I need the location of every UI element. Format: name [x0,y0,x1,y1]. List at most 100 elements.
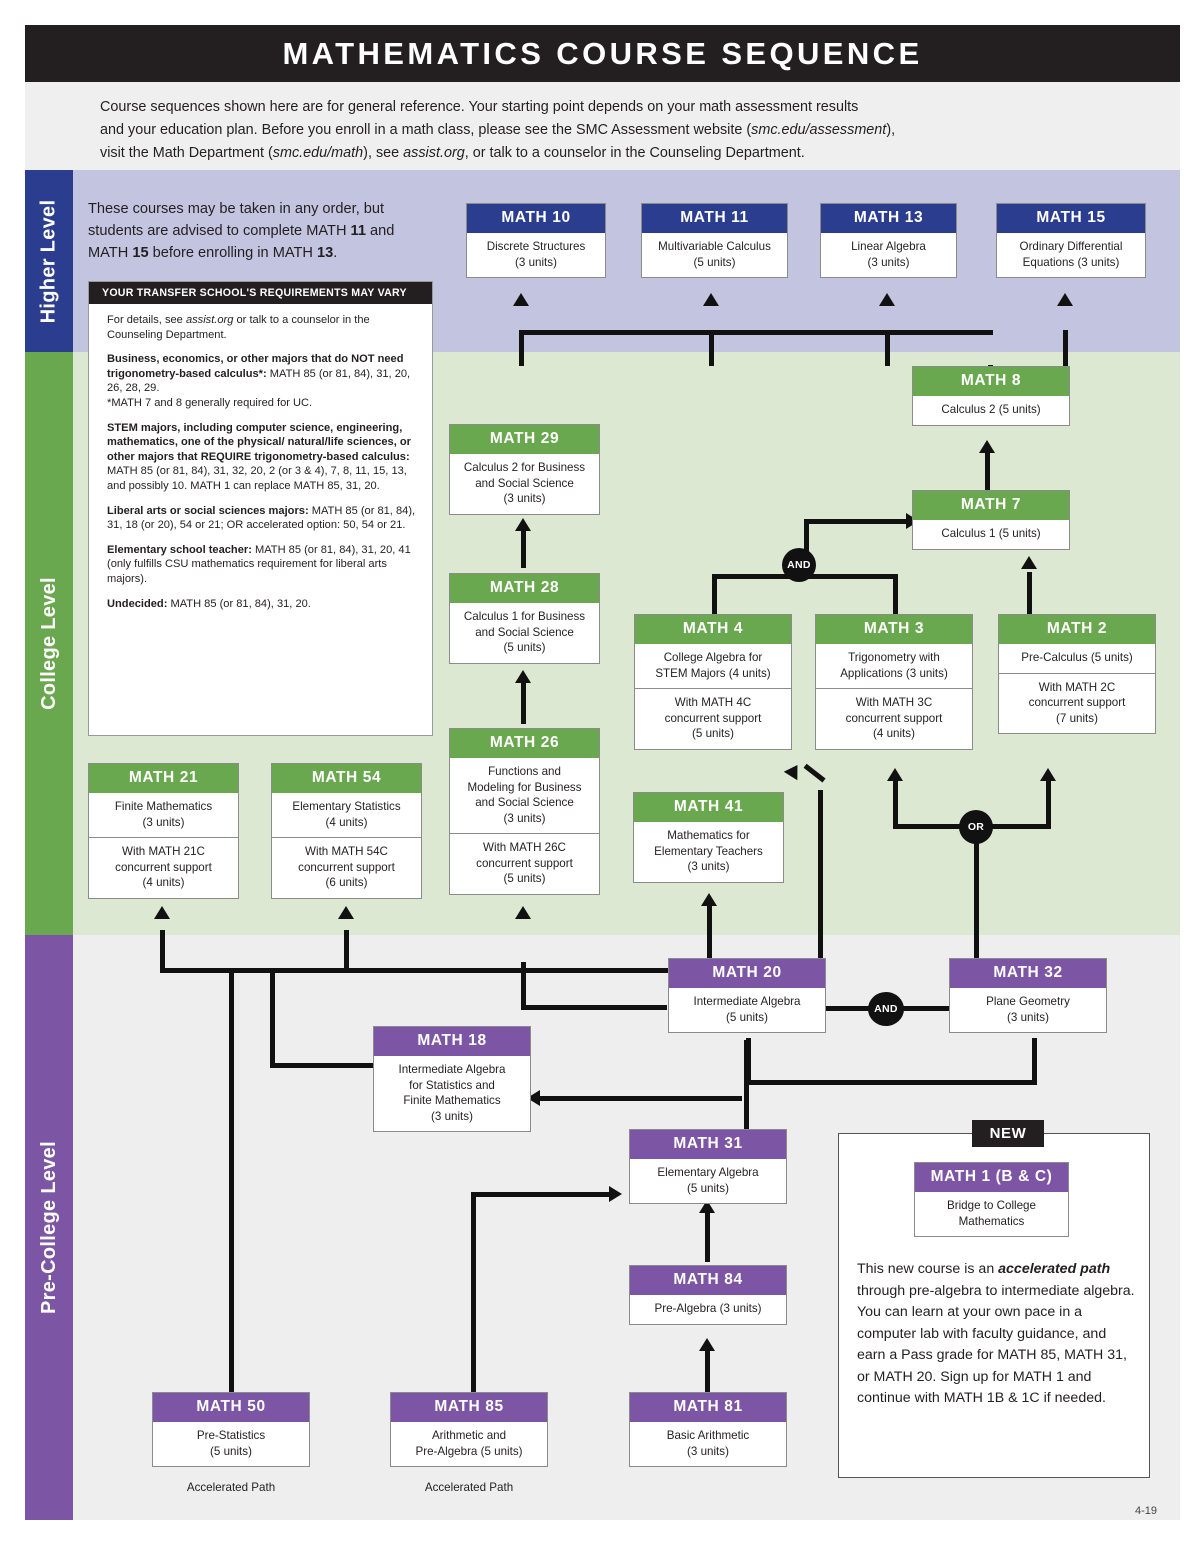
m31-l1: Elementary Algebra [657,1166,759,1179]
p3rest: MATH 85 (or 81, 84), 31, 32, 20, 2 (or 3… [107,465,407,492]
p4bold: Liberal arts or social sciences majors: [107,504,309,517]
connector-left-bus-main [160,968,668,973]
course-box-math-50[interactable]: MATH 50 Pre-Statistics(5 units) [152,1392,310,1467]
course-code-math-84: MATH 84 [630,1266,786,1295]
intro-paragraph: Course sequences shown here are for gene… [100,96,1110,165]
intro-line-3a: visit the Math Department ( [100,145,273,161]
p5bold: Elementary school teacher: [107,543,252,556]
logic-node-and-1: AND [782,548,816,582]
m54-l1: Elementary Statistics [292,800,401,813]
arrow-to-math-54 [338,906,354,919]
m13-l2: (3 units) [867,255,910,269]
arrow-m7-to-m8 [979,440,995,453]
rail-college-level: College Level [25,352,73,935]
m4-l2: STEM Majors (4 units) [655,666,771,680]
connector-m85-vert [471,1192,476,1392]
course-box-math-8[interactable]: MATH 8 Calculus 2 (5 units) [912,366,1070,426]
course-box-math-81[interactable]: MATH 81 Basic Arithmetic(3 units) [629,1392,787,1467]
course-code-math-41: MATH 41 [634,793,783,822]
course-code-math-2: MATH 2 [999,615,1155,644]
m54-l2: (4 units) [325,815,368,829]
hl-note-b2: 15 [132,245,149,261]
higher-level-note: These courses may be taken in any order,… [88,198,438,264]
m10-l1: Discrete Structures [486,240,586,253]
intro-line-2a: and your education plan. Before you enro… [100,122,752,138]
new-text-a: This new course is an [857,1261,999,1277]
transfer-requirements-box: YOUR TRANSFER SCHOOL'S REQUIREMENTS MAY … [88,281,433,736]
connector-m28-to-m29 [521,528,526,568]
course-code-math-32: MATH 32 [950,959,1106,988]
course-box-math-21[interactable]: MATH 21 Finite Mathematics(3 units) With… [88,763,239,899]
m29-l3: (3 units) [503,492,546,505]
m54-s3: (6 units) [325,876,368,889]
intro-panel: Course sequences shown here are for gene… [25,82,1180,170]
course-box-math-7[interactable]: MATH 7 Calculus 1 (5 units) [912,490,1070,550]
connector-or-to-and2 [974,840,979,958]
course-box-math-10[interactable]: MATH 10 Discrete Structures(3 units) [466,203,606,278]
course-box-math-32[interactable]: MATH 32 Plane Geometry(3 units) [949,958,1107,1033]
connector-m18-up-stem [270,970,275,1068]
course-box-math-11[interactable]: MATH 11 Multivariable Calculus(5 units) [641,203,788,278]
course-desc-math-50: Pre-Statistics(5 units) [153,1422,309,1466]
m21-l1: Finite Mathematics [114,800,213,813]
p5rest: MATH 85 (or 81, 84), 31, 20, 41 (only fu… [107,543,411,585]
intro-line-3c: , or talk to a counselor in the Counseli… [464,145,805,161]
course-desc-math-81: Basic Arithmetic(3 units) [630,1422,786,1466]
connector-and1-to-m4 [712,574,717,614]
course-box-math-31[interactable]: MATH 31 Elementary Algebra(5 units) [629,1129,787,1204]
m21-l2: (3 units) [142,815,185,829]
m4-s3: (5 units) [692,727,734,740]
new-badge: NEW [972,1120,1044,1147]
connector-m20-to-and2 [826,1006,872,1011]
rail-label-pre-college: Pre-College Level [37,1141,60,1314]
course-code-math-20: MATH 20 [669,959,825,988]
p6bold: Undecided: [107,597,168,610]
m28-l3: (5 units) [503,641,546,654]
course-box-math-84[interactable]: MATH 84 Pre-Algebra (3 units) [629,1265,787,1325]
rail-label-college: College Level [37,577,60,710]
course-box-math-54[interactable]: MATH 54 Elementary Statistics(4 units) W… [271,763,422,899]
arrow-or-to-m2 [1040,768,1056,781]
connector-m32-bus [746,1080,1037,1085]
arrow-to-math-10 [513,293,529,306]
course-code-math-26: MATH 26 [450,729,599,758]
connector-m20-left-bus [521,1005,667,1010]
connector-or-to-m2 [1046,780,1051,828]
course-box-math-2[interactable]: MATH 2 Pre-Calculus (5 units) With MATH … [998,614,1156,734]
course-box-math-20[interactable]: MATH 20 Intermediate Algebra(5 units) [668,958,826,1033]
m3-s1: With MATH 3C [855,696,933,709]
arrow-m20-to-m41 [701,893,717,906]
caption-accelerated-path-1: Accelerated Path [186,1481,276,1494]
course-box-math-13[interactable]: MATH 13 Linear Algebra(3 units) [820,203,957,278]
hl-note-b3: 13 [317,245,334,261]
m18-l2: for Statistics and [409,1078,495,1092]
m2-s2: concurrent support [1028,696,1126,709]
hl-note-part4: . [333,245,338,261]
intro-line-3b: ), see [363,145,404,161]
assist-url: assist.org [403,145,465,161]
m4-s1: With MATH 4C [674,696,752,709]
connector-m20-to-m41 [707,905,712,960]
p2foot: *MATH 7 and 8 generally required for UC. [107,396,313,409]
transfer-note-undecided: Undecided: MATH 85 (or 81, 84), 31, 20. [107,597,416,612]
m31-l2: (5 units) [687,1181,729,1195]
connector-bus-to-m15 [1063,330,1068,366]
m18-l4: (3 units) [431,1109,473,1123]
course-desc-math-84: Pre-Algebra (3 units) [654,1302,762,1315]
